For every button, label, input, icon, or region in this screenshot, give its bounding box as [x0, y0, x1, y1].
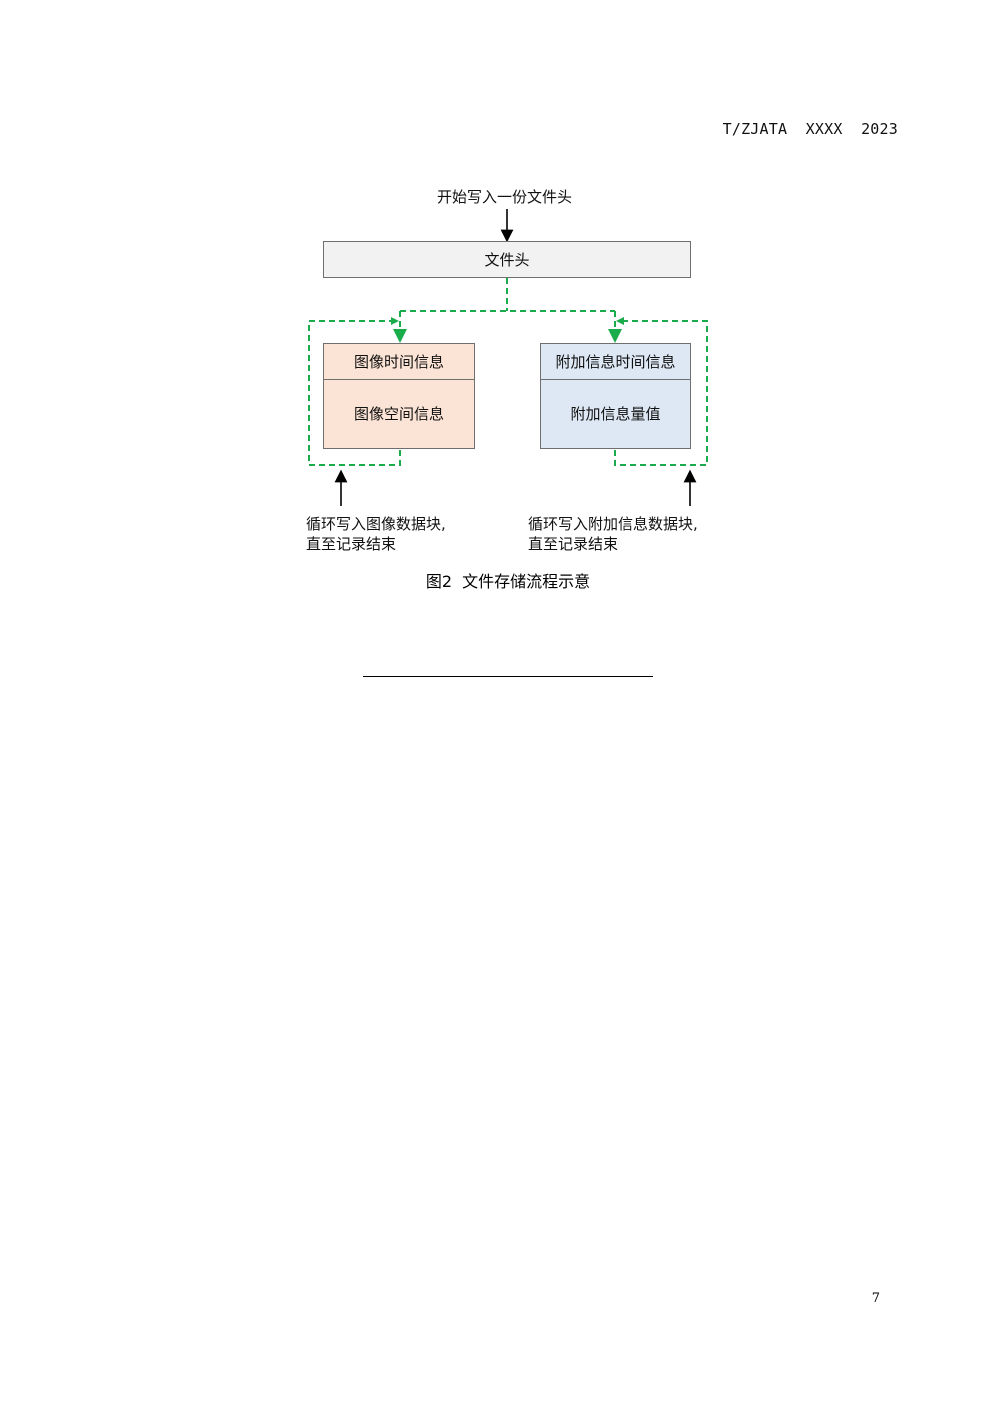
image-data-block: 图像时间信息 图像空间信息 [323, 343, 475, 449]
end-divider [363, 676, 653, 677]
image-time-info: 图像时间信息 [324, 344, 474, 380]
extra-time-info: 附加信息时间信息 [541, 344, 690, 380]
loop-image-label-line2: 直至记录结束 [306, 535, 397, 553]
figure-caption: 图2 文件存储流程示意 [425, 572, 591, 591]
page-number: 7 [871, 1291, 880, 1306]
left-loop-arrowhead [391, 317, 399, 325]
extra-value-info: 附加信息量值 [570, 405, 661, 423]
image-space-info: 图像空间信息 [353, 405, 444, 423]
loop-extra-label-line2: 直至记录结束 [528, 535, 619, 553]
file-header-box: 文件头 [323, 241, 691, 278]
file-storage-flow-diagram: 开始写入一份文件头 文件头 图像时间信息 图像空间信息 附加信息时间信息 附加信… [0, 0, 992, 600]
standard-code: T/ZJATA XXXX 2023 [722, 120, 898, 138]
start-label: 开始写入一份文件头 [437, 188, 573, 206]
loop-extra-label-line1: 循环写入附加信息数据块, [528, 515, 698, 533]
right-loop-arrowhead [616, 317, 624, 325]
loop-image-label-line1: 循环写入图像数据块, [306, 515, 446, 533]
flow-connectors [308, 209, 708, 506]
dashed-distribution-lines [308, 278, 708, 466]
extra-info-data-block: 附加信息时间信息 附加信息量值 [540, 343, 691, 449]
